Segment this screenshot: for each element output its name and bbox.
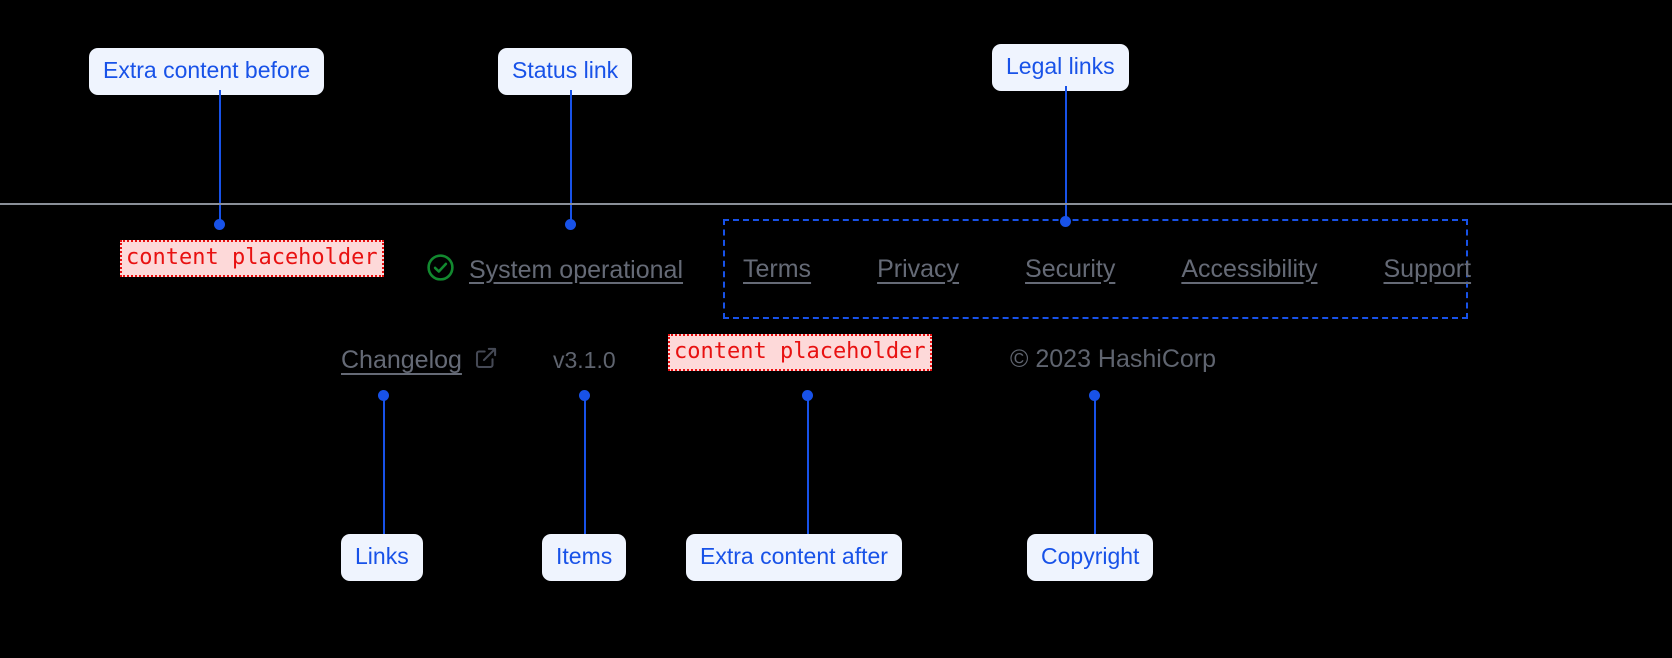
extra-content-after-placeholder: content placeholder [668, 334, 932, 371]
callout-extra-content-before: Extra content before [89, 48, 325, 95]
callout-items: Items [542, 534, 627, 581]
changelog-link[interactable]: Changelog [341, 345, 499, 376]
callout-status-link: Status link [498, 48, 633, 95]
footer [0, 203, 1672, 205]
connector-legal-links [1065, 86, 1067, 222]
callout-legal-links: Legal links [992, 44, 1129, 91]
status-link[interactable]: System operational [425, 252, 683, 288]
legal-link-accessibility[interactable]: Accessibility [1181, 254, 1318, 283]
connector-links [383, 395, 385, 535]
version-label: v3.1.0 [553, 347, 616, 373]
circle-check-icon [425, 252, 456, 288]
connector-copyright [1094, 395, 1096, 535]
status-link-label: System operational [469, 255, 684, 284]
connector-items [584, 395, 586, 535]
connector-dot-extra-content-before [214, 219, 225, 230]
legal-link-privacy[interactable]: Privacy [877, 254, 960, 283]
callout-extra-content-after: Extra content after [686, 534, 902, 581]
legal-link-terms[interactable]: Terms [743, 254, 812, 283]
connector-dot-status-link [565, 219, 576, 230]
legal-link-security[interactable]: Security [1025, 254, 1116, 283]
external-link-icon [473, 345, 499, 376]
callout-links: Links [341, 534, 423, 581]
copyright-text: © 2023 HashiCorp [1010, 345, 1217, 373]
changelog-link-label: Changelog [341, 346, 462, 374]
legal-link-support[interactable]: Support [1383, 254, 1472, 283]
connector-dot-legal-links [1060, 216, 1071, 227]
connector-extra-content-before [219, 90, 221, 224]
callout-copyright: Copyright [1027, 534, 1154, 581]
extra-content-before-placeholder: content placeholder [120, 240, 384, 277]
connector-status-link [570, 90, 572, 224]
connector-extra-content-after [807, 395, 809, 535]
legal-links-group: Terms Privacy Security Accessibility Sup… [723, 219, 1471, 319]
